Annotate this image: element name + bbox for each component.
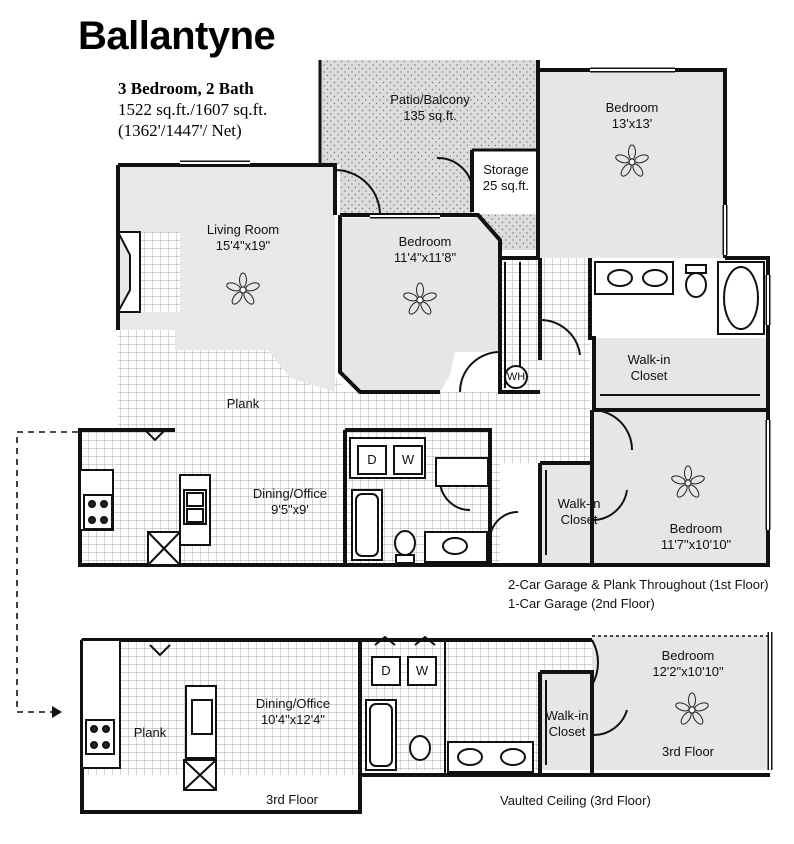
living-room-floor	[118, 165, 335, 392]
garage-note-2: 1-Car Garage (2nd Floor)	[508, 596, 655, 611]
bedroom-2-floor	[340, 218, 500, 392]
arrow-head-icon	[52, 706, 62, 718]
third-floor	[80, 632, 773, 814]
room-label-plank: Plank	[226, 396, 260, 411]
plan-info: 3 Bedroom, 2 Bath 1522 sq.ft./1607 sq.ft…	[118, 78, 267, 141]
room-label-plank-3rd: Plank	[133, 725, 167, 740]
water-heater-label: WH	[506, 371, 526, 383]
washer-label: W	[401, 452, 415, 467]
storage-floor	[472, 150, 538, 214]
beds-baths: 3 Bedroom, 2 Bath	[118, 79, 254, 98]
washer-label-3rd: W	[415, 663, 429, 678]
plan-name: Ballantyne	[78, 14, 276, 58]
square-footage: 1522 sq.ft./1607 sq.ft.	[118, 100, 268, 119]
bedroom-3-floor	[592, 406, 768, 566]
garage-note-1: 2-Car Garage & Plank Throughout (1st Flo…	[508, 577, 769, 592]
vaulted-ceiling-note: Vaulted Ceiling (3rd Floor)	[500, 793, 651, 808]
floor-connector-arrow	[16, 431, 78, 713]
first-floor	[78, 60, 771, 567]
dryer-label-3rd: D	[381, 663, 391, 678]
third-floor-plank-area	[82, 640, 360, 775]
net-area: (1362'/1447'/ Net)	[118, 121, 242, 140]
floor-label-3rd-right: 3rd Floor	[661, 744, 715, 759]
dryer-label: D	[367, 452, 377, 467]
floor-label-3rd-left: 3rd Floor	[265, 792, 319, 807]
